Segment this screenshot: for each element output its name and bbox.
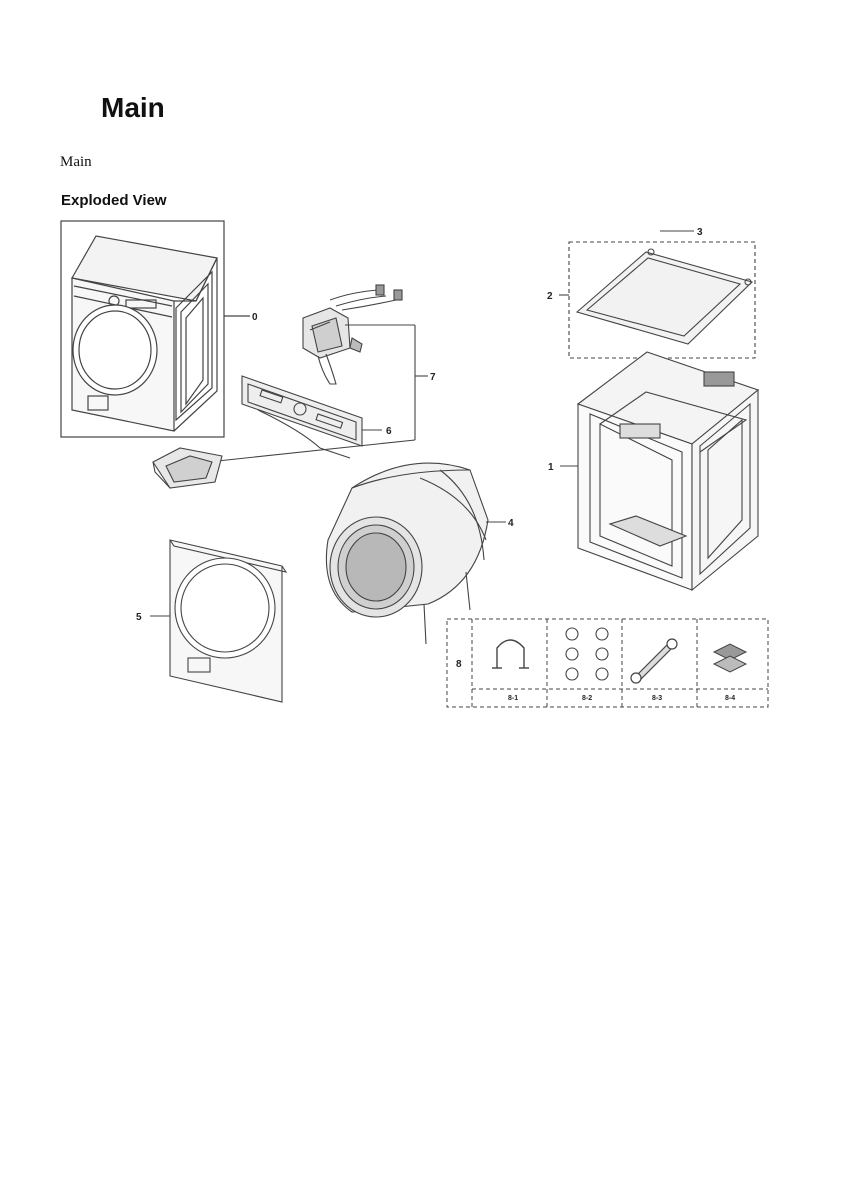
callout-1: 1 bbox=[548, 462, 554, 473]
accessory-label-8-3: 8-3 bbox=[652, 695, 662, 702]
accessory-label-8-4: 8-4 bbox=[725, 695, 735, 702]
hose-guide-icon bbox=[492, 639, 529, 669]
cabinet-frame-drawing bbox=[560, 351, 760, 592]
callout-6: 6 bbox=[386, 426, 392, 437]
control-panel-drawing bbox=[241, 375, 382, 459]
wrench-icon bbox=[630, 638, 678, 684]
page-subtitle: Main bbox=[60, 154, 92, 170]
cap-set-icon bbox=[565, 627, 609, 681]
callout-2: 2 bbox=[547, 291, 553, 302]
callout-7: 7 bbox=[430, 372, 436, 383]
accessory-kit-box bbox=[446, 618, 769, 708]
detergent-dispenser-assembly-drawing bbox=[207, 284, 428, 463]
anti-vibration-pads-icon bbox=[712, 643, 748, 673]
top-plate-drawing bbox=[559, 230, 756, 359]
accessory-label-8-1: 8-1 bbox=[508, 695, 518, 702]
accessory-label-8-2: 8-2 bbox=[582, 695, 592, 702]
section-heading: Exploded View bbox=[61, 192, 167, 209]
callout-0: 0 bbox=[252, 312, 258, 323]
detergent-drawer-drawing bbox=[152, 447, 223, 489]
callout-8: 8 bbox=[456, 659, 462, 670]
callout-3: 3 bbox=[697, 227, 703, 238]
tub-drum-assembly-drawing bbox=[325, 462, 506, 645]
callout-5: 5 bbox=[136, 612, 142, 623]
page-title: Main bbox=[101, 92, 165, 123]
assembled-washer-drawing bbox=[60, 220, 250, 438]
callout-4: 4 bbox=[508, 518, 514, 529]
front-panel-drawing bbox=[150, 539, 288, 703]
